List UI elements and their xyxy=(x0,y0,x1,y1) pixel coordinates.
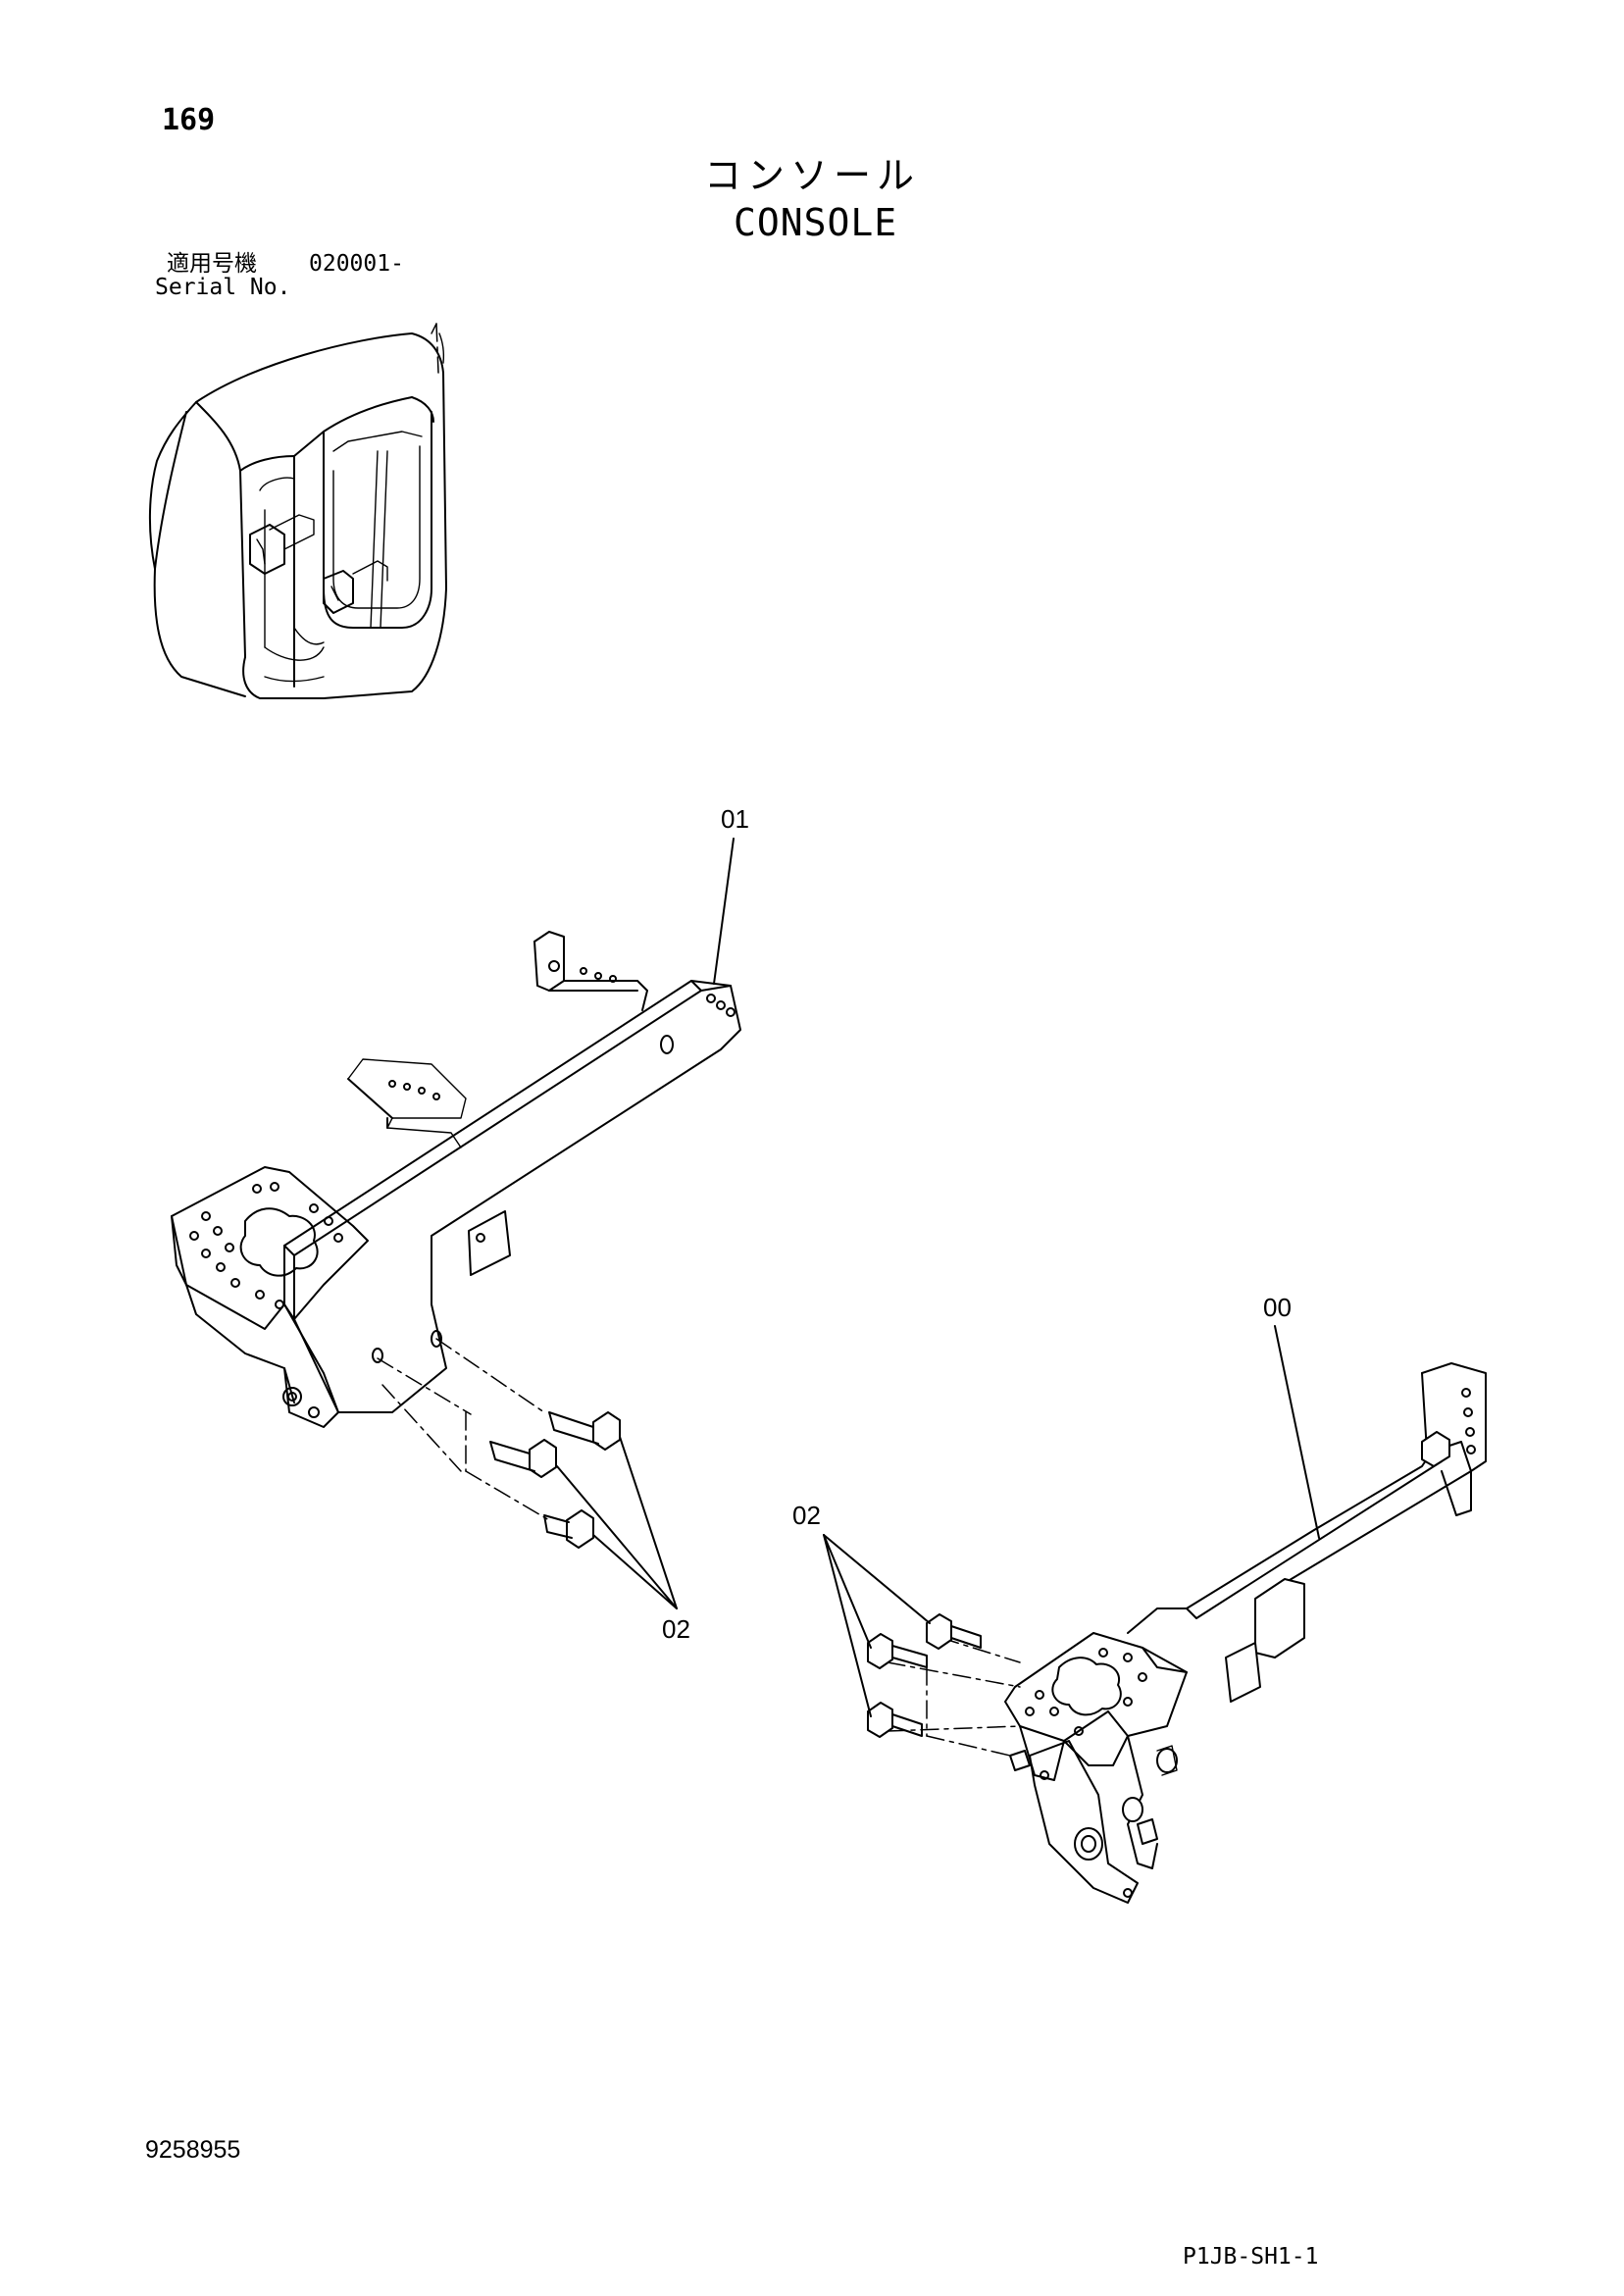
cab-overview-illustration xyxy=(148,323,447,699)
document-number: 9258955 xyxy=(145,2136,241,2164)
serial-label-japanese: 適用号機 xyxy=(167,251,257,277)
callout-part-00: 00 xyxy=(1263,1293,1292,1322)
part-00-console-frame xyxy=(1004,1362,1487,1904)
page-number: 169 xyxy=(162,103,216,137)
reference-code: P1JB-SH1-1 xyxy=(1183,2244,1319,2270)
leader-line-01 xyxy=(713,838,735,985)
bolts-part-02-left xyxy=(377,1338,678,1609)
callout-part-02-right: 02 xyxy=(792,1501,821,1530)
page-title-english: CONSOLE xyxy=(734,201,898,244)
bolts-part-02-right xyxy=(823,1534,1021,1757)
callout-part-02-left: 02 xyxy=(662,1614,690,1644)
serial-range: 020001- xyxy=(309,251,404,277)
serial-label-english: Serial No. xyxy=(155,275,291,300)
leader-line-00 xyxy=(1274,1325,1320,1539)
page-title-japanese: コンソール xyxy=(704,154,921,197)
part-01-console-frame xyxy=(171,931,741,1428)
callout-part-01: 01 xyxy=(721,804,749,834)
